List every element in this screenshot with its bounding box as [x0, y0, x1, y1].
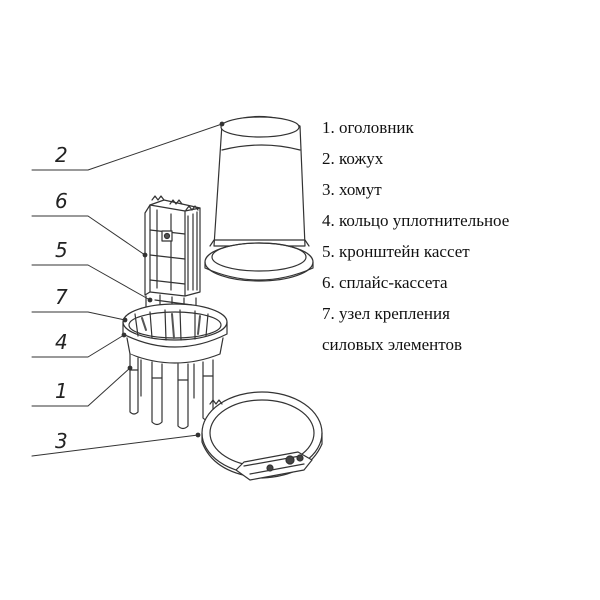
legend-item-1: 1. оголовник [322, 118, 414, 137]
head-base [122, 303, 228, 364]
callout-2: 2 [55, 143, 68, 167]
callout-3: 3 [55, 429, 68, 453]
callout-1: 1 [55, 379, 68, 403]
legend-item-3: 3. хомут [322, 180, 382, 199]
clamp-ring [201, 391, 323, 481]
cable-ports [129, 353, 214, 430]
leader-lines [31, 123, 223, 457]
legend-item-5: 5. кронштейн кассет [322, 242, 470, 261]
cover-housing [204, 115, 314, 282]
legend-item-7-continued: силовых элементов [322, 335, 462, 354]
legend-item-6: 6. сплайс-кассета [322, 273, 448, 292]
callout-4: 4 [55, 330, 68, 354]
callout-5: 5 [55, 238, 68, 262]
legend-item-2: 2. кожух [322, 149, 384, 168]
legend-item-7: 7. узел крепления [322, 304, 450, 323]
callout-7: 7 [55, 285, 68, 309]
legend-item-4: 4. кольцо уплотнительное [322, 211, 510, 230]
callout-6: 6 [55, 189, 68, 213]
splice-cassette-stack [144, 195, 201, 297]
legend: 1. оголовник 2. кожух 3. хомут 4. кольцо… [322, 112, 594, 360]
